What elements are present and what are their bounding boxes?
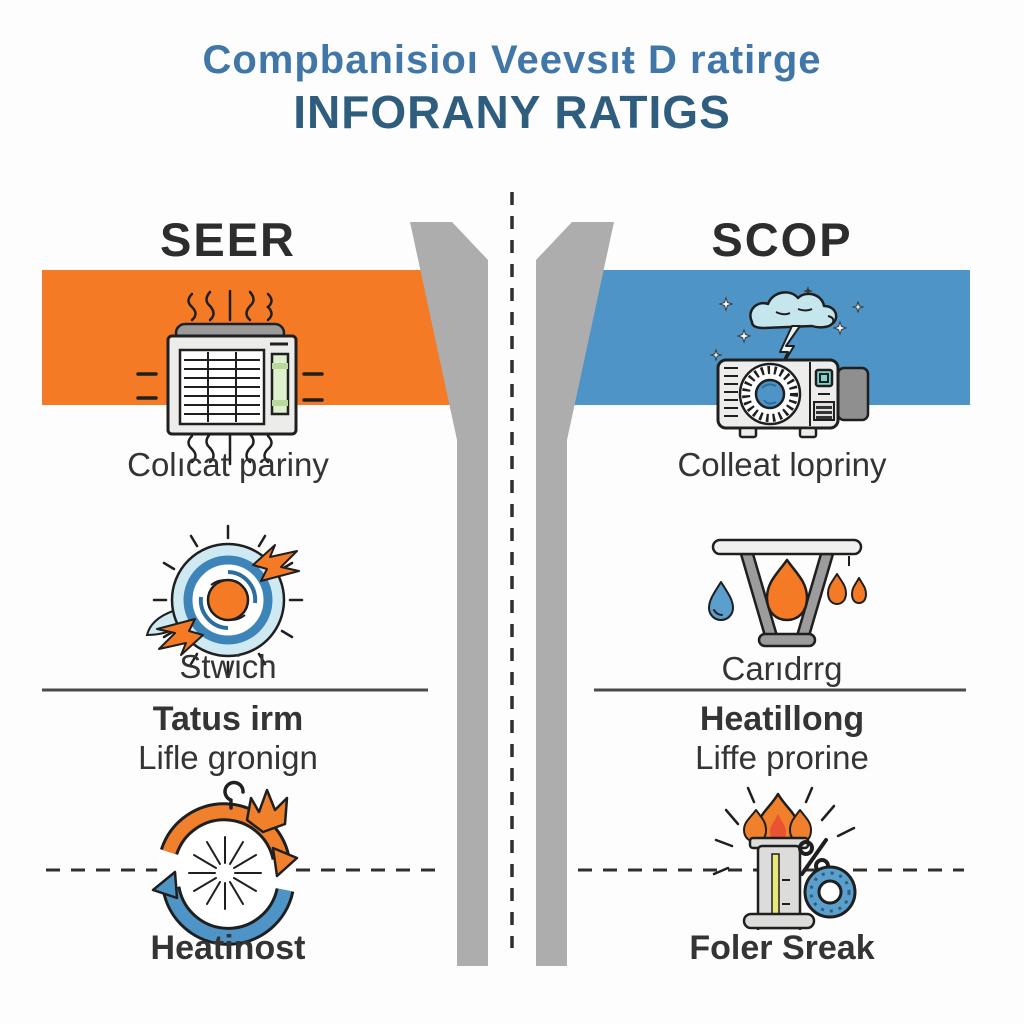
scop-caption-1: Colleat lopriny (677, 446, 887, 483)
scop-subheading: Liffe prorine (695, 739, 869, 776)
scop-caption-2: Carıdrrg (721, 650, 843, 687)
burning-gauge-icon (712, 786, 857, 930)
scop-heading: Heatillong (699, 700, 865, 738)
energy-cycle-icon (151, 780, 299, 946)
scop-header: SCOP (711, 213, 853, 266)
air-conditioner-icon (136, 289, 324, 466)
fan-swirl-icon (145, 524, 304, 676)
seer-caption-3: Heatinost (150, 929, 306, 967)
title-block: Compbanisioı Veevsıŧ D ratirge INFORANY … (0, 38, 1024, 139)
heat-pump-storm-icon (709, 286, 870, 439)
sparkles (709, 286, 865, 362)
seer-header: SEER (160, 213, 296, 266)
seer-caption-2: Stwich (179, 648, 277, 685)
heating-stand-flame-icon (708, 538, 867, 648)
seer-heading: Tatus irm (152, 700, 304, 738)
seer-subheading: Lifle gronign (138, 739, 318, 776)
seer-caption-1: Colıcat pariny (127, 446, 329, 483)
title-line1: Compbanisioı Veevsıŧ D ratirge (202, 38, 822, 82)
scop-caption-3: Foler Sreak (689, 929, 875, 967)
title-line2: INFORANY RATIGS (293, 86, 731, 138)
